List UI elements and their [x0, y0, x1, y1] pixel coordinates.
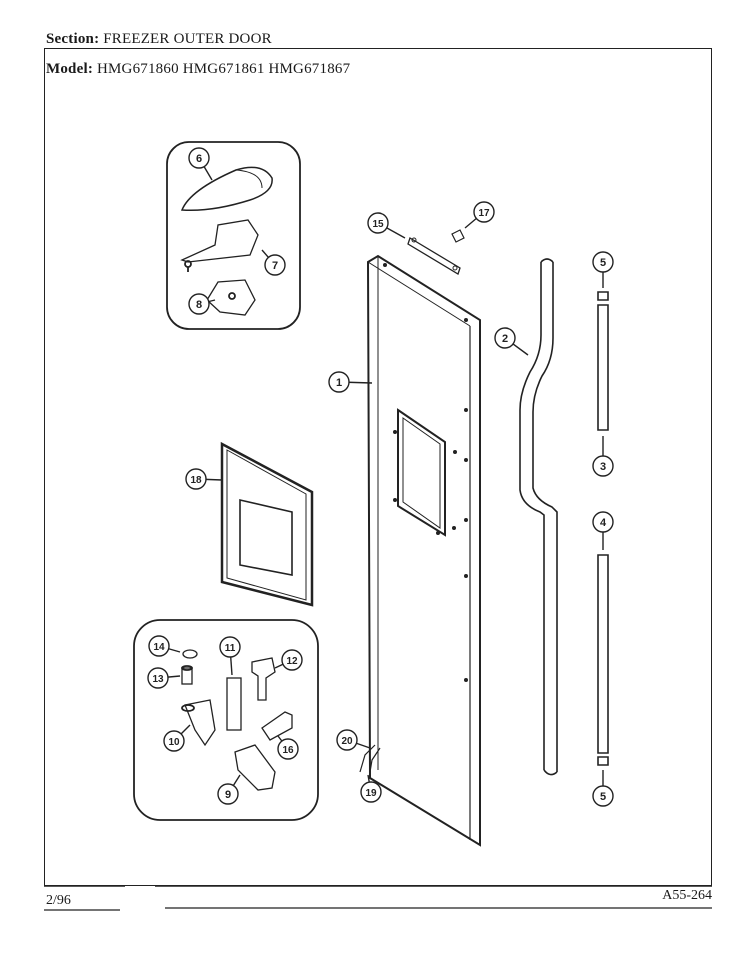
callout-circle: [592, 785, 614, 807]
callout-18: 18: [185, 468, 223, 490]
footer-code: A55-264: [662, 888, 712, 903]
callout-number: 10: [168, 737, 180, 748]
model-line: Model: HMG671860 HMG671861 HMG671867: [46, 61, 350, 78]
callout-5: 5: [592, 251, 614, 288]
callout-10: 10: [163, 724, 191, 752]
callout-circle: [217, 783, 239, 805]
callout-circle: [592, 511, 614, 533]
callout-circle: [328, 371, 350, 393]
section-label: Section:: [46, 31, 100, 47]
callout-2: 2: [494, 327, 529, 356]
callout-20: 20: [336, 729, 371, 751]
callout-number: 19: [365, 788, 377, 799]
section-line: Section: FREEZER OUTER DOOR: [46, 31, 272, 48]
callout-number: 1: [336, 377, 342, 389]
callout-circle: [473, 201, 495, 223]
hinge-cover-inset: [166, 141, 301, 330]
callout-number: 3: [600, 461, 606, 473]
callout-19: 19: [360, 774, 382, 803]
callout-4: 4: [592, 511, 614, 550]
callout-number: 5: [600, 791, 606, 803]
callout-16: 16: [277, 735, 299, 760]
callout-15: 15: [367, 212, 406, 239]
callout-number: 12: [286, 656, 298, 667]
callout-circle: [147, 667, 169, 689]
callout-number: 9: [225, 789, 231, 801]
callout-circle: [367, 212, 389, 234]
callout-14: 14: [148, 635, 181, 657]
callout-circle: [163, 730, 185, 752]
model-label: Model:: [46, 61, 94, 77]
section-value: FREEZER OUTER DOOR: [103, 31, 272, 47]
callout-number: 2: [502, 333, 508, 345]
callout-number: 20: [341, 736, 353, 747]
callout-number: 5: [600, 257, 606, 269]
callout-circle: [185, 468, 207, 490]
callout-number: 7: [272, 260, 278, 272]
callout-circle: [592, 251, 614, 273]
callout-number: 4: [600, 517, 607, 529]
callout-3: 3: [592, 436, 614, 477]
callout-circle: [592, 455, 614, 477]
callout-circle: [264, 254, 286, 276]
callout-1: 1: [328, 371, 373, 393]
callout-number: 11: [225, 643, 236, 654]
callout-6: 6: [188, 147, 213, 181]
callout-7: 7: [261, 249, 286, 276]
callout-number: 13: [152, 674, 164, 685]
callout-12: 12: [274, 649, 303, 671]
callout-9: 9: [217, 774, 241, 805]
callout-circle: [360, 781, 382, 803]
door-handle-2: [519, 258, 558, 776]
callout-8: 8: [188, 293, 216, 315]
model-value: HMG671860 HMG671861 HMG671867: [96, 61, 351, 77]
callout-number: 6: [196, 153, 202, 165]
callout-circle: [188, 293, 210, 315]
callout-circle: [219, 636, 241, 658]
callout-13: 13: [147, 667, 181, 689]
hinge-parts-inset: [133, 619, 319, 821]
callout-circle: [148, 635, 170, 657]
callout-number: 16: [282, 745, 294, 756]
callout-number: 18: [190, 475, 202, 486]
callout-circle: [336, 729, 358, 751]
callout-5-bottom: 5: [592, 770, 614, 807]
callout-circle: [277, 738, 299, 760]
dispenser-frame-18: [220, 441, 314, 607]
door-panel-1: [359, 229, 481, 847]
callout-number: 17: [478, 208, 490, 219]
callout-circle: [281, 649, 303, 671]
trim-strips: [597, 291, 609, 766]
callout-number: 15: [372, 219, 384, 230]
footer-rules: [44, 885, 712, 911]
callout-number: 8: [196, 299, 202, 311]
callout-number: 14: [153, 642, 165, 653]
footer-date: 2/96: [46, 893, 71, 908]
callout-11: 11: [219, 636, 241, 676]
callout-circle: [494, 327, 516, 349]
callout-circle: [188, 147, 210, 169]
callout-17: 17: [464, 201, 495, 229]
